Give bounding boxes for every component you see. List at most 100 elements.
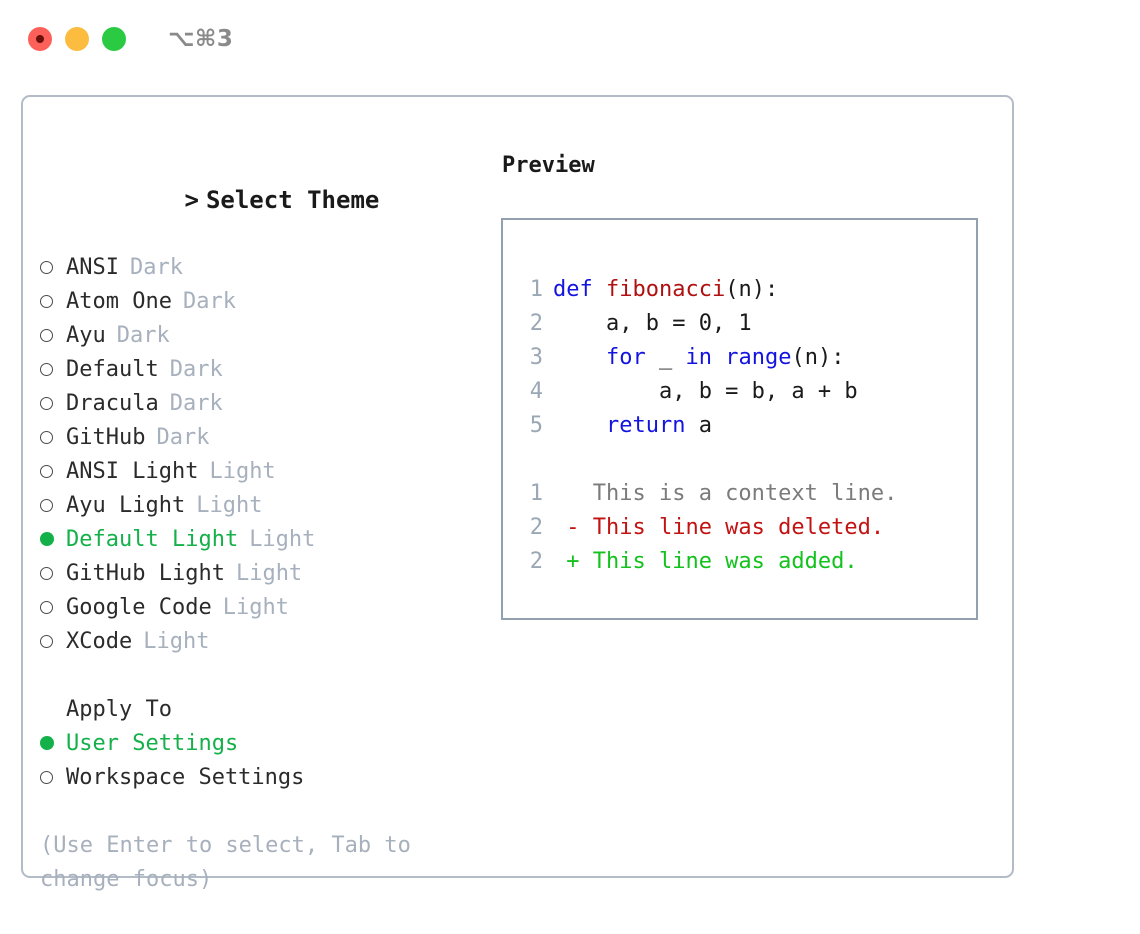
radio-mark bbox=[40, 498, 53, 512]
radio-unselected-icon bbox=[40, 454, 66, 488]
theme-option-variant: Dark bbox=[169, 357, 223, 382]
theme-option-6[interactable]: ANSI Light Light bbox=[40, 455, 501, 489]
theme-option-label: Ayu Light bbox=[66, 493, 186, 518]
radio-mark bbox=[40, 260, 53, 274]
theme-option-variant: Light bbox=[209, 459, 276, 484]
apply-to-heading: Apply To bbox=[66, 697, 172, 722]
title-bar: ⌥⌘3 bbox=[0, 0, 1140, 78]
apply-to-option-0[interactable]: User Settings bbox=[40, 727, 501, 761]
theme-option-variant: Light bbox=[249, 527, 316, 552]
apply-to-option-label: User Settings bbox=[66, 731, 239, 756]
code-token: a, b = b, a + b bbox=[553, 379, 858, 404]
recording-indicator-icon bbox=[36, 35, 44, 43]
radio-unselected-icon bbox=[40, 284, 66, 318]
radio-unselected-icon bbox=[40, 624, 66, 658]
radio-selected-icon bbox=[40, 522, 66, 556]
theme-option-variant: Dark bbox=[169, 391, 223, 416]
theme-option-8[interactable]: Default Light Light bbox=[40, 523, 501, 557]
theme-option-variant: Dark bbox=[116, 323, 170, 348]
code-line-0: 1 def fibonacci(n): bbox=[517, 273, 976, 307]
line-number: 3 bbox=[529, 345, 543, 370]
theme-option-label: Default bbox=[66, 357, 159, 382]
radio-unselected-icon bbox=[40, 420, 66, 454]
radio-unselected-icon bbox=[40, 250, 66, 284]
theme-option-5[interactable]: GitHub Dark bbox=[40, 421, 501, 455]
line-number: 1 bbox=[529, 481, 543, 506]
theme-picker-heading-label: Select Theme bbox=[205, 186, 380, 214]
theme-option-label: ANSI Light bbox=[66, 459, 199, 484]
line-number: 5 bbox=[529, 413, 543, 438]
radio-unselected-icon bbox=[40, 556, 66, 590]
theme-option-variant: Light bbox=[235, 561, 303, 586]
code-token: in bbox=[685, 345, 726, 370]
theme-option-0[interactable]: ANSI Dark bbox=[40, 251, 501, 285]
radio-mark bbox=[40, 566, 53, 580]
theme-option-variant: Light bbox=[222, 595, 289, 620]
theme-option-variant: Dark bbox=[182, 289, 236, 314]
theme-option-label: Default Light bbox=[66, 527, 239, 552]
radio-mark bbox=[40, 634, 53, 648]
radio-mark bbox=[40, 770, 53, 784]
radio-mark bbox=[40, 294, 53, 308]
code-line-4: 5 return a bbox=[517, 409, 976, 443]
diff-line-1: 2 - This line was deleted. bbox=[517, 511, 976, 545]
close-button[interactable] bbox=[28, 27, 52, 51]
line-number: 2 bbox=[529, 311, 543, 336]
code-token: - This line was deleted. bbox=[553, 515, 885, 540]
code-token: a bbox=[698, 413, 712, 438]
minimize-button[interactable] bbox=[65, 27, 89, 51]
maximize-button[interactable] bbox=[102, 27, 126, 51]
theme-picker-heading: >Select Theme bbox=[40, 149, 501, 251]
line-number: 1 bbox=[529, 277, 543, 302]
theme-option-label: Dracula bbox=[66, 391, 159, 416]
radio-mark bbox=[40, 600, 53, 614]
code-token: fibonacci bbox=[605, 277, 726, 302]
theme-option-4[interactable]: Dracula Dark bbox=[40, 387, 501, 421]
radio-unselected-icon bbox=[40, 318, 66, 352]
code-token: (n): bbox=[725, 277, 779, 302]
keyboard-hint-text: (Use Enter to select, Tab to change focu… bbox=[40, 833, 425, 892]
code-token: for bbox=[553, 345, 659, 370]
theme-option-variant: Dark bbox=[129, 255, 183, 280]
radio-mark bbox=[40, 464, 53, 478]
code-token: return bbox=[553, 413, 699, 438]
code-token: This is a context line. bbox=[553, 481, 898, 506]
diff-sample: 1 This is a context line. 2 - This line w… bbox=[517, 477, 976, 579]
theme-option-variant: Light bbox=[196, 493, 263, 518]
code-token: a, b = 0, 1 bbox=[553, 311, 752, 336]
radio-mark bbox=[40, 328, 53, 342]
theme-option-9[interactable]: GitHub Light Light bbox=[40, 557, 501, 591]
code-diff-spacer bbox=[517, 443, 976, 477]
theme-option-label: GitHub Light bbox=[66, 561, 225, 586]
code-token: + This line was added. bbox=[553, 549, 858, 574]
theme-option-3[interactable]: Default Dark bbox=[40, 353, 501, 387]
preview-title: Preview bbox=[502, 153, 595, 178]
code-token: def bbox=[553, 277, 606, 302]
code-token: range bbox=[725, 345, 792, 370]
theme-option-label: GitHub bbox=[66, 425, 146, 450]
window-controls bbox=[28, 27, 126, 51]
theme-option-variant: Dark bbox=[156, 425, 210, 450]
theme-option-7[interactable]: Ayu Light Light bbox=[40, 489, 501, 523]
radio-selected-icon bbox=[40, 726, 66, 760]
code-token: _ bbox=[658, 345, 686, 370]
code-token: (n): bbox=[791, 345, 845, 370]
radio-mark bbox=[40, 736, 54, 750]
theme-option-label: XCode bbox=[66, 629, 133, 654]
list-spacer bbox=[40, 659, 501, 693]
radio-mark bbox=[40, 532, 54, 546]
radio-unselected-icon bbox=[40, 488, 66, 522]
apply-to-option-1[interactable]: Workspace Settings bbox=[40, 761, 501, 795]
diff-line-2: 2 + This line was added. bbox=[517, 545, 976, 579]
theme-option-label: ANSI bbox=[66, 255, 119, 280]
